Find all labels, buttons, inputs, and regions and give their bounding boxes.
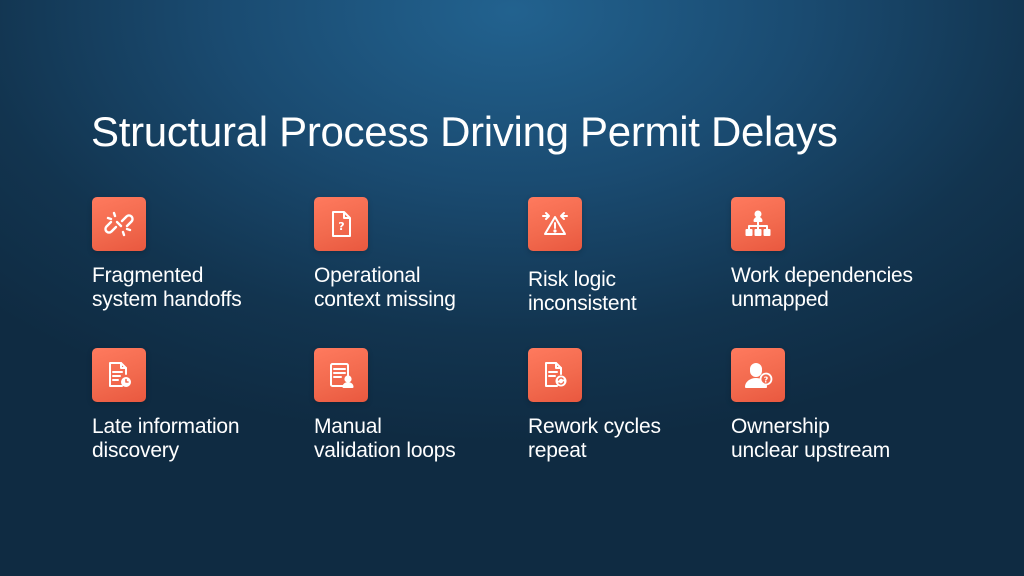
item-label-line1: Manual bbox=[314, 415, 382, 438]
item-label-line2: context missing bbox=[314, 288, 456, 311]
item-label-line2: validation loops bbox=[314, 439, 456, 462]
item-rework-cycles: Rework cycles repeat bbox=[528, 348, 758, 463]
item-label-line1: Operational bbox=[314, 264, 421, 287]
document-refresh-icon bbox=[528, 348, 582, 402]
item-label-line1: Late information bbox=[92, 415, 240, 438]
item-label-line1: Work dependencies bbox=[731, 264, 913, 287]
person-question-icon: ? bbox=[731, 348, 785, 402]
svg-text:?: ? bbox=[764, 376, 769, 385]
item-label-line1: Fragmented bbox=[92, 264, 204, 287]
broken-link-icon bbox=[92, 197, 146, 251]
document-question-icon: ? bbox=[314, 197, 368, 251]
item-late-information: Late information discovery bbox=[92, 348, 322, 463]
svg-text:?: ? bbox=[338, 220, 344, 233]
checklist-user-icon bbox=[314, 348, 368, 402]
slide-title: Structural Process Driving Permit Delays bbox=[91, 108, 838, 155]
warning-triangle-icon bbox=[528, 197, 582, 251]
item-operational-context: ? Operational context missing bbox=[314, 197, 544, 312]
document-clock-icon bbox=[92, 348, 146, 402]
hierarchy-icon bbox=[731, 197, 785, 251]
item-label-line2: unclear upstream bbox=[731, 439, 891, 462]
item-fragmented-handoffs: Fragmented system handoffs bbox=[92, 197, 322, 312]
item-work-dependencies: Work dependencies unmapped bbox=[731, 197, 961, 312]
item-label-line2: repeat bbox=[528, 439, 587, 462]
item-ownership-unclear: ? Ownership unclear upstream bbox=[731, 348, 961, 463]
item-label-line1: Rework cycles bbox=[528, 415, 661, 438]
item-label-line1: Risk logic bbox=[528, 268, 616, 291]
item-label-line2: system handoffs bbox=[92, 288, 242, 311]
item-risk-logic: Risk logic inconsistent bbox=[528, 197, 758, 316]
item-label-line2: inconsistent bbox=[528, 292, 637, 315]
item-label-line1: Ownership bbox=[731, 415, 830, 438]
item-manual-validation: Manual validation loops bbox=[314, 348, 544, 463]
item-label-line2: discovery bbox=[92, 439, 179, 462]
item-label-line2: unmapped bbox=[731, 288, 829, 311]
